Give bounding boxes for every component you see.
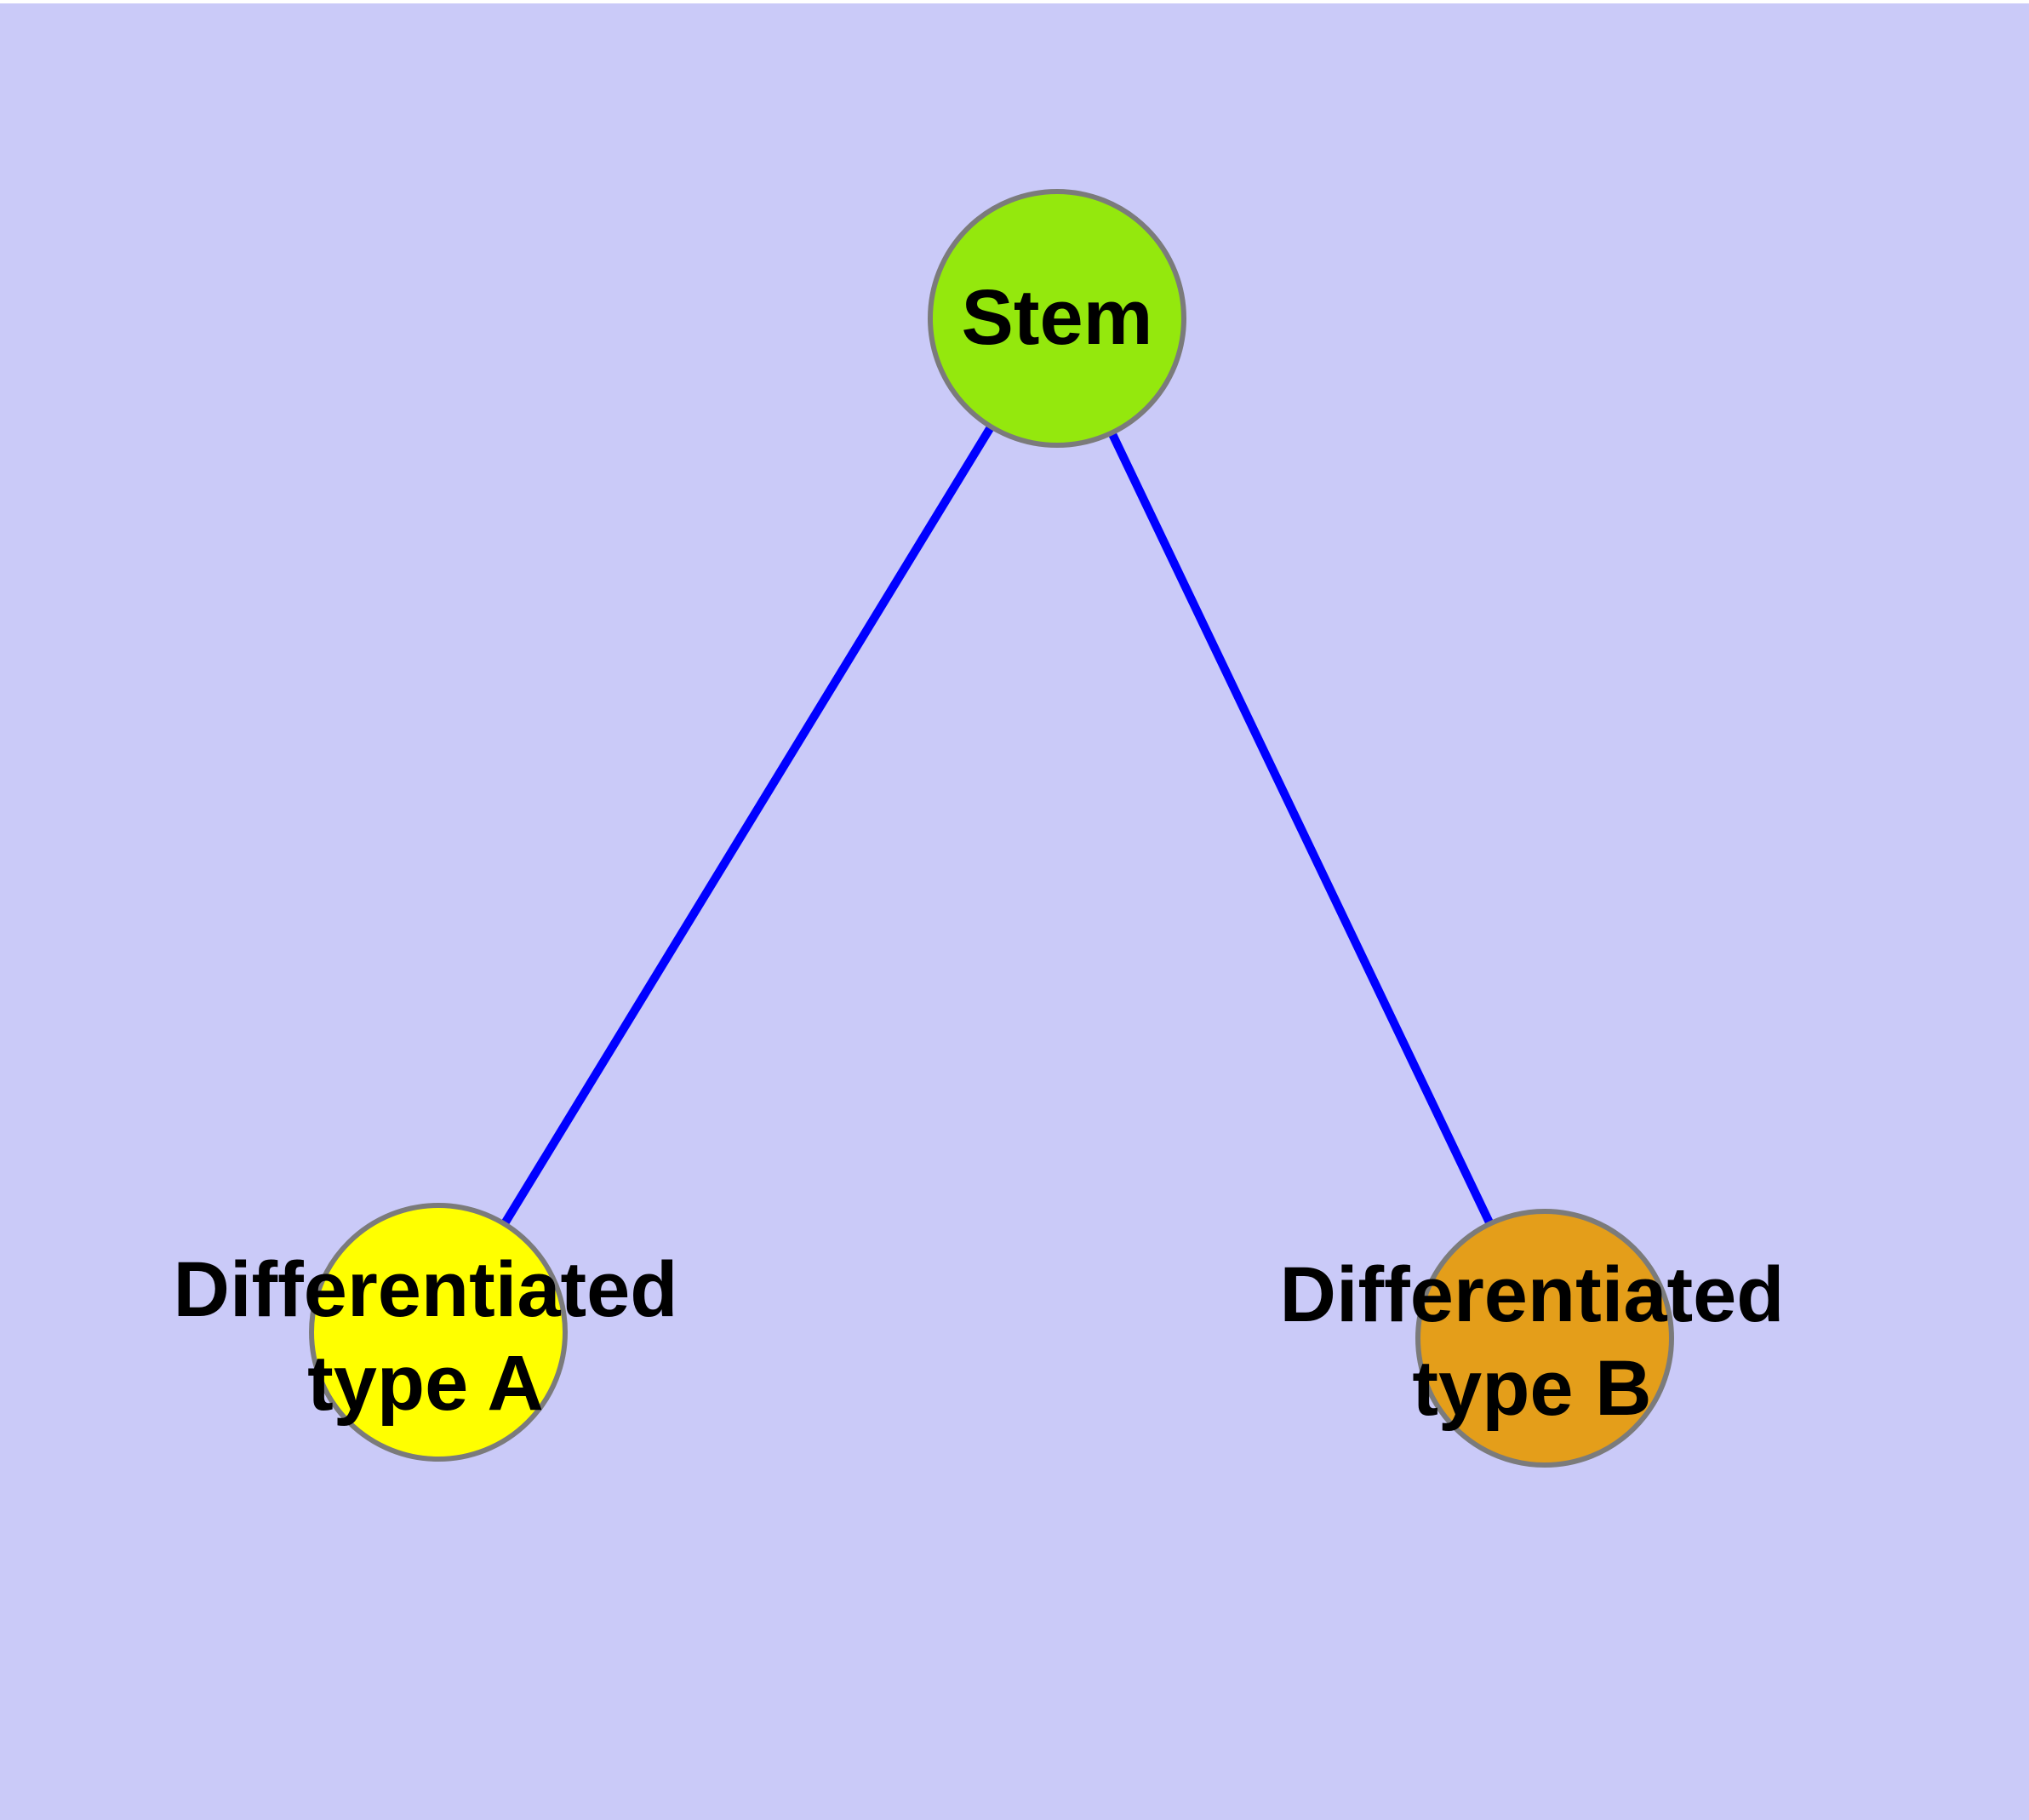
node-stem-label-text: Stem <box>961 274 1153 361</box>
node-stem-circle <box>928 189 1186 448</box>
node-type-b-label-line2: type B <box>1412 1345 1652 1432</box>
node-stem-label: Stem <box>962 271 1153 364</box>
edge-stem-to-type-b <box>1053 316 1549 1341</box>
node-type-b-circle <box>1415 1209 1674 1468</box>
node-type-a-label-line1: Differentiated <box>173 1246 678 1333</box>
top-margin-strip <box>0 0 2029 3</box>
node-type-a-circle <box>309 1203 568 1462</box>
edge-stem-to-type-a <box>434 316 1061 1335</box>
node-type-a-label-line2: type A <box>307 1340 544 1427</box>
node-type-b-label-line1: Differentiated <box>1279 1251 1785 1338</box>
node-type-a-label: Differentiated type A <box>174 1243 678 1430</box>
node-type-b-label: Differentiated type B <box>1280 1248 1785 1435</box>
